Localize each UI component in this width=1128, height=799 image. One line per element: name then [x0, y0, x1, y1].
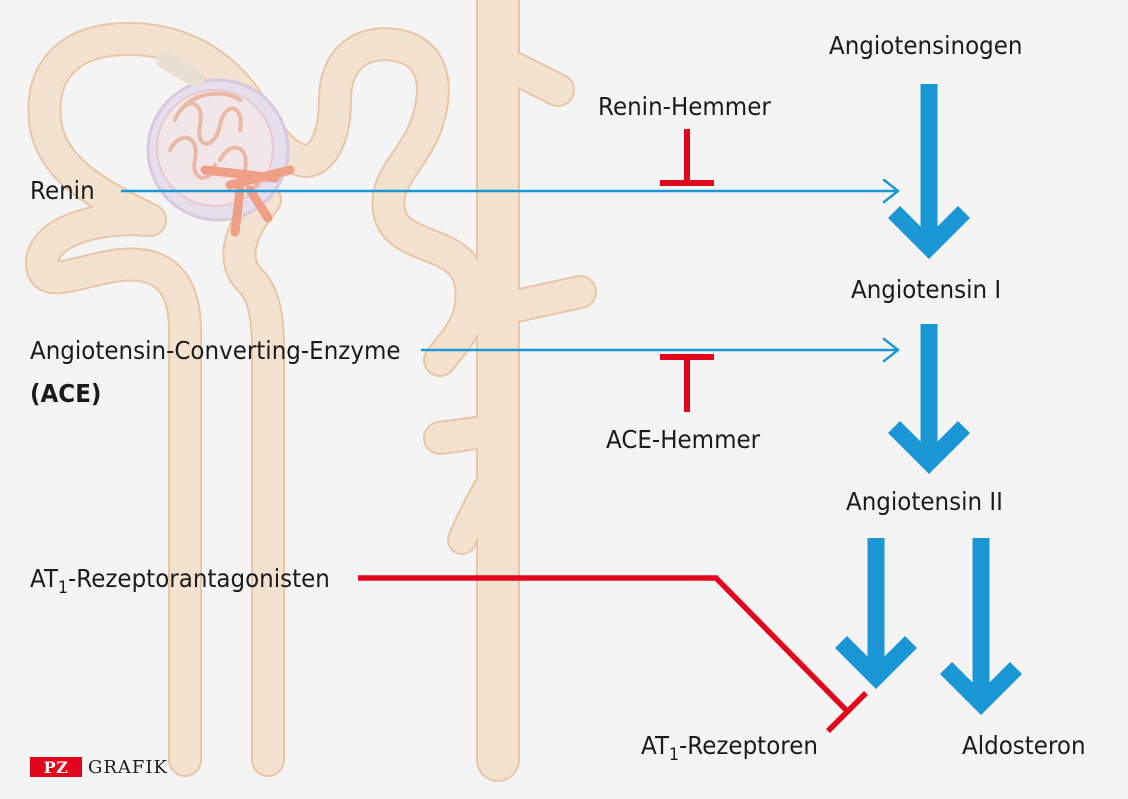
pz-grafik-logo: PZ GRAFIK — [30, 756, 168, 778]
label-angiotensinogen: Angiotensinogen — [829, 31, 1023, 60]
at1-receptor-suffix: -Rezeptoren — [678, 731, 818, 760]
label-angiotensin-ii: Angiotensin II — [846, 487, 1003, 516]
at1-prefix: AT — [641, 731, 670, 760]
label-ace-line1: Angiotensin-Converting-Enzyme — [30, 336, 401, 365]
logo-badge: PZ — [30, 757, 82, 777]
at1-subscript: 1 — [58, 578, 68, 598]
logo-text: GRAFIK — [88, 756, 168, 778]
label-at1-rezeptorantagonisten: AT1-Rezeptorantagonisten — [30, 564, 330, 603]
at1-antagonist-suffix: -Rezeptorantagonisten — [67, 564, 330, 593]
at1-subscript: 1 — [669, 745, 679, 765]
label-aldosteron: Aldosteron — [962, 731, 1086, 760]
pathway-arrows — [120, 84, 1023, 716]
label-angiotensin-i: Angiotensin I — [851, 275, 1002, 304]
at1-prefix: AT — [30, 564, 59, 593]
nephron-illustration — [25, 0, 597, 782]
label-ace-line2: (ACE) — [30, 379, 102, 408]
glomerulus — [146, 51, 295, 237]
inhibitor-marks — [358, 129, 868, 733]
label-renin: Renin — [30, 176, 95, 205]
label-ace-hemmer: ACE-Hemmer — [606, 425, 761, 454]
label-at1-rezeptoren: AT1-Rezeptoren — [641, 731, 818, 770]
label-renin-hemmer: Renin-Hemmer — [598, 92, 771, 121]
